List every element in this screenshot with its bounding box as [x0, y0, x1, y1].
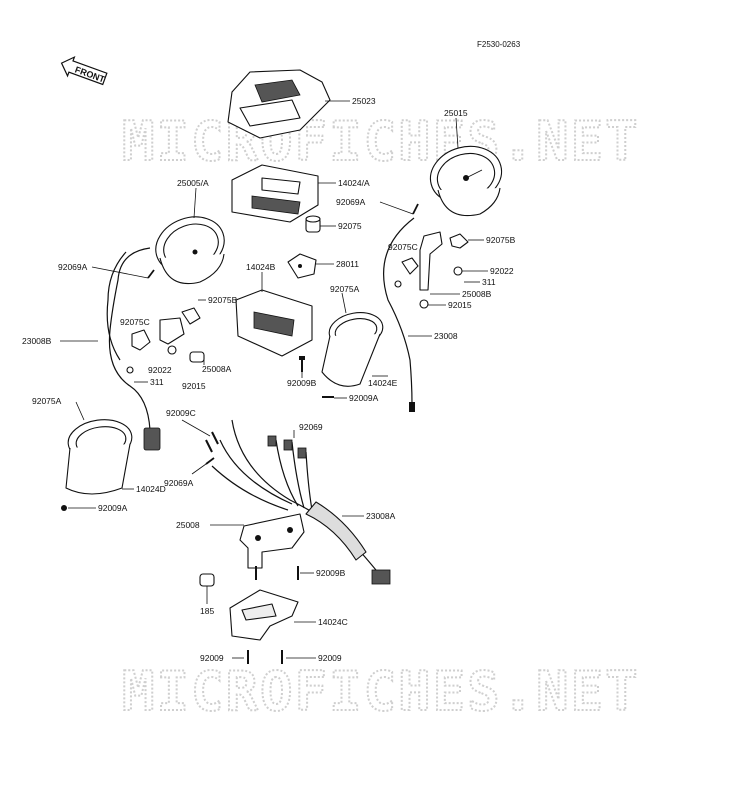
label-92075C-right: 92075C: [388, 242, 418, 252]
front-arrow-icon: FRONT: [60, 55, 108, 86]
label-92009A-left: 92009A: [98, 503, 128, 513]
label-28011: 28011: [336, 259, 359, 269]
screw-92009B-bottom: [255, 566, 299, 580]
label-92075B-right: 92075B: [486, 235, 516, 245]
label-25015: 25015: [444, 108, 468, 118]
bracket-25008A: [159, 317, 185, 345]
screw-92009B-top: [299, 356, 305, 372]
wiring-harness-23008A: [211, 419, 391, 585]
label-92009C: 92009C: [166, 408, 196, 418]
label-92015-right: 92015: [448, 300, 472, 310]
watermark-top: MICROFICHES.NET: [122, 110, 640, 173]
label-23008B: 23008B: [22, 336, 52, 346]
speedometer-25015: [429, 145, 503, 217]
connector-23008A: [371, 569, 391, 585]
label-25023: 25023: [352, 96, 376, 106]
label-25008: 25008: [176, 520, 200, 530]
socket-28011: [287, 253, 317, 279]
nut-311-right: [394, 280, 402, 288]
label-92009-right: 92009: [318, 653, 342, 663]
meter-cup-14024D: [65, 419, 133, 495]
grommet-92075B-left: [181, 307, 201, 325]
label-92069: 92069: [299, 422, 323, 432]
label-25005A: 25005/A: [177, 178, 209, 188]
label-23008: 23008: [434, 331, 458, 341]
spacer-92015-right: [419, 299, 429, 309]
label-25008A: 25008A: [202, 364, 232, 374]
label-92075B-left: 92075B: [208, 295, 238, 305]
cap-185: [199, 573, 215, 587]
label-311-right: 311: [482, 277, 496, 287]
grommet-92075: [305, 215, 321, 233]
label-92069A-mid: 92069A: [164, 478, 194, 488]
label-92069A-right: 92069A: [336, 197, 366, 207]
label-23008A: 23008A: [366, 511, 396, 521]
label-92009B-top: 92009B: [287, 378, 317, 388]
label-25008B: 25008B: [462, 289, 492, 299]
label-14024B: 14024B: [246, 262, 276, 272]
label-311-left: 311: [150, 377, 164, 387]
grommet-92075B-right: [449, 233, 469, 249]
tachometer-25005A: [155, 216, 225, 285]
figure-code: F2530-0263: [477, 40, 521, 49]
wire-23008: [383, 217, 415, 405]
label-92022-right: 92022: [490, 266, 514, 276]
washer-92022-left: [167, 345, 177, 355]
label-14024C: 14024C: [318, 617, 348, 627]
label-185: 185: [200, 606, 214, 616]
screw-92009-bottom: [247, 650, 283, 664]
screw-92009A-left: [61, 505, 67, 511]
label-92075-top: 92075: [338, 221, 362, 231]
label-92009B-bottom: 92009B: [316, 568, 346, 578]
screw-92009C: [205, 431, 219, 453]
label-92009A-right: 92009A: [349, 393, 379, 403]
bracket-25008B: [419, 231, 443, 291]
label-92069A-left: 92069A: [58, 262, 88, 272]
grommet-92075C-left: [131, 329, 151, 351]
meter-cup-14024E: [321, 312, 384, 387]
bracket-25008: [239, 513, 305, 569]
meter-cover-25023: [227, 69, 331, 139]
label-14024A: 14024/A: [338, 178, 370, 188]
label-92015-left: 92015: [182, 381, 206, 391]
label-92022-left-text: 92022: [148, 365, 172, 375]
watermark-bottom: MICROFICHES.NET: [122, 660, 640, 723]
bottom-cover-14024C: [229, 589, 299, 641]
label-14024D: 14024D: [136, 484, 166, 494]
label-92009-left: 92009: [200, 653, 224, 663]
label-14024E: 14024E: [368, 378, 398, 388]
spacer-92015-left: [189, 351, 205, 363]
meter-case-14024B: [235, 289, 313, 357]
wire-23008B: [108, 247, 151, 431]
meter-housing-14024A: [231, 164, 319, 223]
label-92075C-left: 92075C: [120, 317, 150, 327]
grommet-92075C-right: [401, 257, 419, 275]
label-92075A-left: 92075A: [32, 396, 62, 406]
nut-311-left: [126, 366, 134, 374]
washer-92022-right: [453, 266, 463, 276]
label-92075A-right: 92075A: [330, 284, 360, 294]
connector-23008B: [143, 427, 161, 451]
